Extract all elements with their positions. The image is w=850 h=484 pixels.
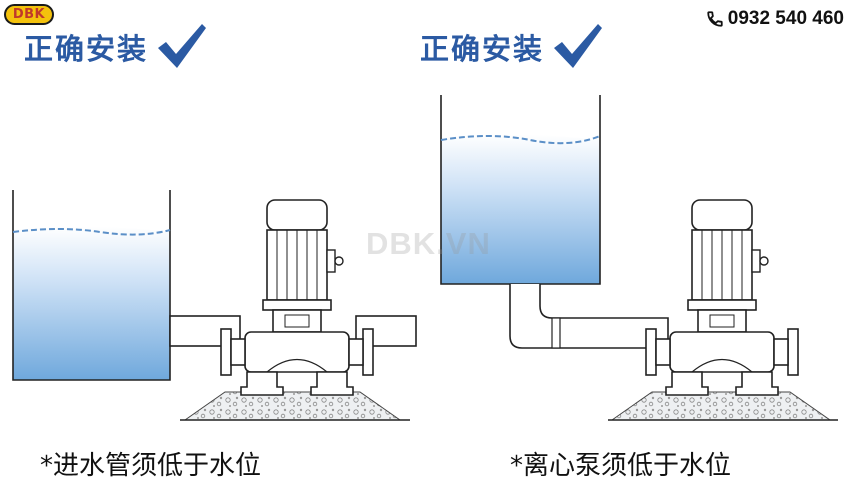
left-heading: 正确安装 xyxy=(24,22,208,72)
left-pump xyxy=(220,199,374,396)
right-inlet-pipe xyxy=(509,284,669,349)
left-tank xyxy=(12,190,171,381)
watermark: DBK.VN xyxy=(366,226,491,261)
phone-contact[interactable]: 0932 540 460 xyxy=(706,8,844,30)
dbk-logo: DBK xyxy=(4,4,54,25)
right-gravel-base xyxy=(608,391,838,421)
checkmark-icon xyxy=(158,24,207,68)
checkmark-icon xyxy=(554,24,603,68)
left-caption: *进水管须低于水位 xyxy=(40,451,262,481)
left-gravel-base xyxy=(180,391,410,421)
left-heading-text: 正确安装 xyxy=(24,32,149,66)
phone-number: 0932 540 460 xyxy=(727,8,844,29)
right-heading: 正确安装 xyxy=(420,22,604,72)
right-heading-text: 正确安装 xyxy=(420,32,545,66)
right-caption: *离心泵须低于水位 xyxy=(510,451,732,481)
phone-icon xyxy=(707,11,723,27)
right-pump xyxy=(645,199,799,396)
